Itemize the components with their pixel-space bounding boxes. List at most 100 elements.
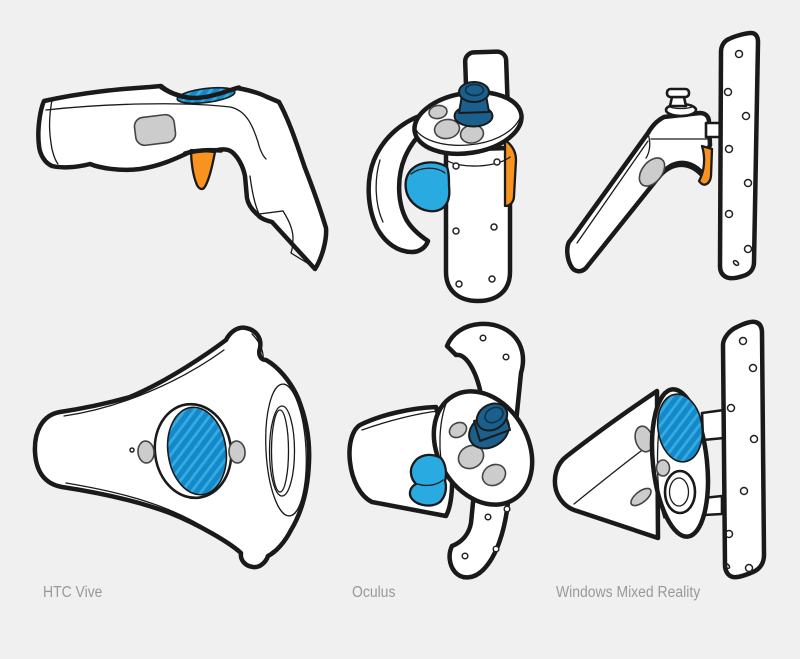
screw <box>461 552 469 560</box>
screw <box>484 513 492 521</box>
contour-line <box>576 140 649 244</box>
led-hole <box>724 209 734 219</box>
ring-hole <box>268 405 296 497</box>
wmr-handle-wedge <box>552 388 661 541</box>
led-hole <box>724 529 734 539</box>
led-hole <box>738 336 748 346</box>
contour-line <box>361 410 439 431</box>
wmr-grip-button <box>630 487 652 507</box>
joystick-cap-rim <box>464 83 485 97</box>
label-htc-vive: HTC Vive <box>43 584 103 601</box>
screw <box>503 505 511 513</box>
contour-line <box>415 117 521 146</box>
joystick-cap-top <box>668 477 690 507</box>
oculus-handle <box>443 145 513 304</box>
wmr-panel-leds <box>723 49 753 267</box>
joystick-cap <box>665 87 691 99</box>
vive-trigger <box>189 148 217 191</box>
led-hole <box>723 562 731 570</box>
contour-line <box>414 479 444 487</box>
contour-line <box>669 106 693 110</box>
joystick-stem <box>668 95 688 108</box>
led-hole <box>743 178 753 188</box>
wmr-handle-body <box>565 110 713 274</box>
wmr-three-quarter-view <box>552 319 767 580</box>
wmr-menu-button <box>655 459 671 477</box>
vive-grip-button-left <box>137 440 155 464</box>
vive-body-outline <box>36 83 329 272</box>
screw <box>490 223 498 231</box>
oculus-button-a <box>433 118 461 140</box>
screw <box>493 158 501 166</box>
oculus-grip-button <box>503 138 518 208</box>
joystick-cap <box>475 402 509 432</box>
htc-vive-top-view <box>32 325 312 570</box>
oculus-three-quarter-view <box>347 321 535 580</box>
led-hole <box>741 111 751 121</box>
wmr-trigger <box>697 144 714 186</box>
led-hole <box>749 434 759 444</box>
vive-saddle-outline <box>158 84 242 101</box>
led-hole <box>743 244 753 254</box>
ring-hole-inner <box>270 409 290 493</box>
led-hole <box>732 259 740 267</box>
oculus-ring-screws <box>461 334 511 560</box>
screw <box>452 227 460 235</box>
wmr-tracking-panel <box>717 30 761 281</box>
oculus-button-a-2 <box>457 444 485 470</box>
vive-grip-button-right <box>228 440 246 464</box>
led-hole <box>724 144 734 154</box>
vive-touchpad <box>166 406 228 496</box>
oculus-joystick-2 <box>468 402 511 450</box>
wmr-side-view <box>565 30 761 281</box>
wmr-thumb-button <box>638 157 666 187</box>
contour-line <box>63 349 225 417</box>
vive-tracking-ring <box>265 383 307 517</box>
screw <box>492 545 500 553</box>
screw <box>479 334 487 342</box>
joystick-cap-rim <box>484 406 504 424</box>
led-hole <box>723 87 733 97</box>
contour-line <box>645 133 651 159</box>
contour-line <box>445 156 511 167</box>
contour-line <box>249 175 313 267</box>
oculus-menu-button <box>428 104 448 120</box>
wmr-joystick-top <box>663 469 697 515</box>
screw <box>455 280 463 288</box>
vive-menu-button <box>133 113 177 147</box>
oculus-button-b-2 <box>481 463 507 487</box>
contour-line <box>573 447 646 505</box>
label-windows-mixed-reality: Windows Mixed Reality <box>556 584 701 601</box>
led-hole <box>739 486 749 496</box>
contour-line <box>65 482 221 539</box>
oculus-trigger-2 <box>408 453 448 507</box>
screw <box>452 162 460 170</box>
screw <box>488 275 496 283</box>
wmr-touchpad <box>656 393 704 463</box>
contour-line <box>375 159 384 223</box>
contour-line <box>261 546 282 567</box>
oculus-handle-screws <box>452 158 501 288</box>
wmr-tracking-panel-2 <box>720 319 767 580</box>
htc-vive-side-view <box>36 83 329 272</box>
led-hole <box>744 563 754 573</box>
ring-contour <box>265 383 307 517</box>
wmr-joystick <box>664 87 698 118</box>
screw <box>502 353 510 361</box>
wmr-panel-stem-upper <box>700 408 726 442</box>
label-oculus: Oculus <box>352 584 396 601</box>
vive-underside-outline <box>182 147 224 156</box>
oculus-tracking-ring <box>366 110 440 255</box>
contour-line <box>410 167 446 175</box>
led-hole <box>726 403 736 413</box>
led-hole <box>748 363 758 373</box>
oculus-front-view <box>366 49 524 304</box>
contour-line <box>251 333 264 361</box>
wmr-panel-leds-2 <box>723 336 759 573</box>
oculus-menu-button-2 <box>448 421 468 439</box>
led-hole <box>734 49 744 59</box>
oculus-joystick <box>453 81 494 128</box>
contour-line <box>48 99 59 165</box>
